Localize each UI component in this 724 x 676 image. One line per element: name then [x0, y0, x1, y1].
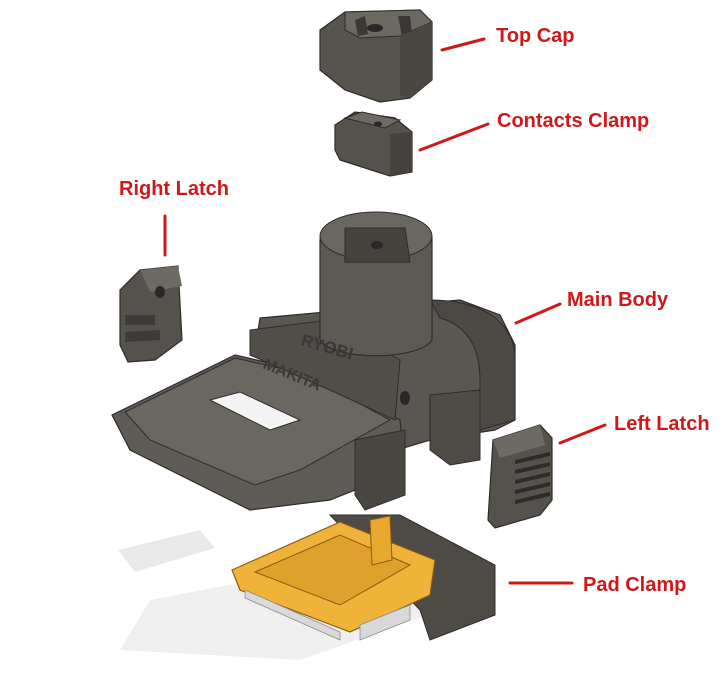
- left-latch-top: [493, 425, 545, 458]
- main-body-right-block: [429, 389, 481, 466]
- label-right-latch: Right Latch: [119, 178, 229, 200]
- top-cap-hole: [367, 24, 383, 32]
- top-cap-slot-right: [398, 16, 412, 36]
- label-pad-clamp: Pad Clamp: [583, 574, 687, 596]
- left-latch-grip-3: [515, 472, 550, 484]
- left-latch-grip-2: [515, 462, 550, 474]
- left-latch-part: [487, 424, 553, 529]
- right-latch-tooth-1: [125, 315, 155, 325]
- leader-left-latch: [558, 423, 607, 445]
- main-body-side-hole: [400, 391, 410, 405]
- left-latch-grip-5: [515, 492, 550, 504]
- top-cap-side-shade: [400, 22, 432, 98]
- main-body-part: RYOBI MAKITA: [111, 211, 516, 511]
- right-latch-part: [119, 265, 183, 363]
- pad-clamp-contact-plate-2: [359, 604, 411, 641]
- contacts-clamp-hole: [374, 121, 382, 127]
- contacts-clamp-part: [334, 111, 413, 177]
- right-latch-hole: [155, 286, 165, 298]
- pad-clamp-contact-plate: [244, 589, 341, 641]
- label-main-body: Main Body: [567, 289, 669, 311]
- main-body-column-hole: [371, 241, 383, 249]
- main-body-slot: [208, 391, 302, 431]
- right-latch-tooth-2: [125, 330, 160, 342]
- main-body-lower-block: [354, 429, 406, 511]
- main-body-curve-wall: [429, 299, 516, 431]
- right-latch-face: [140, 266, 182, 292]
- contacts-clamp-side: [390, 132, 412, 176]
- label-left-latch: Left Latch: [614, 413, 710, 435]
- leader-contacts-clamp: [418, 122, 490, 152]
- leader-top-cap: [440, 37, 486, 52]
- left-latch-grip-1: [515, 452, 550, 464]
- contacts-clamp-top: [343, 111, 402, 129]
- label-top-cap: Top Cap: [496, 25, 575, 47]
- leader-lines: [163, 37, 607, 585]
- leader-main-body: [514, 302, 562, 325]
- label-contacts-clamp: Contacts Clamp: [497, 110, 650, 132]
- left-latch-grip-4: [515, 482, 550, 494]
- pad-clamp-part: [231, 514, 496, 641]
- shadow-left: [118, 530, 215, 572]
- top-cap-part: [319, 9, 433, 103]
- top-cap-slot: [355, 16, 368, 36]
- pad-clamp-post: [369, 515, 393, 566]
